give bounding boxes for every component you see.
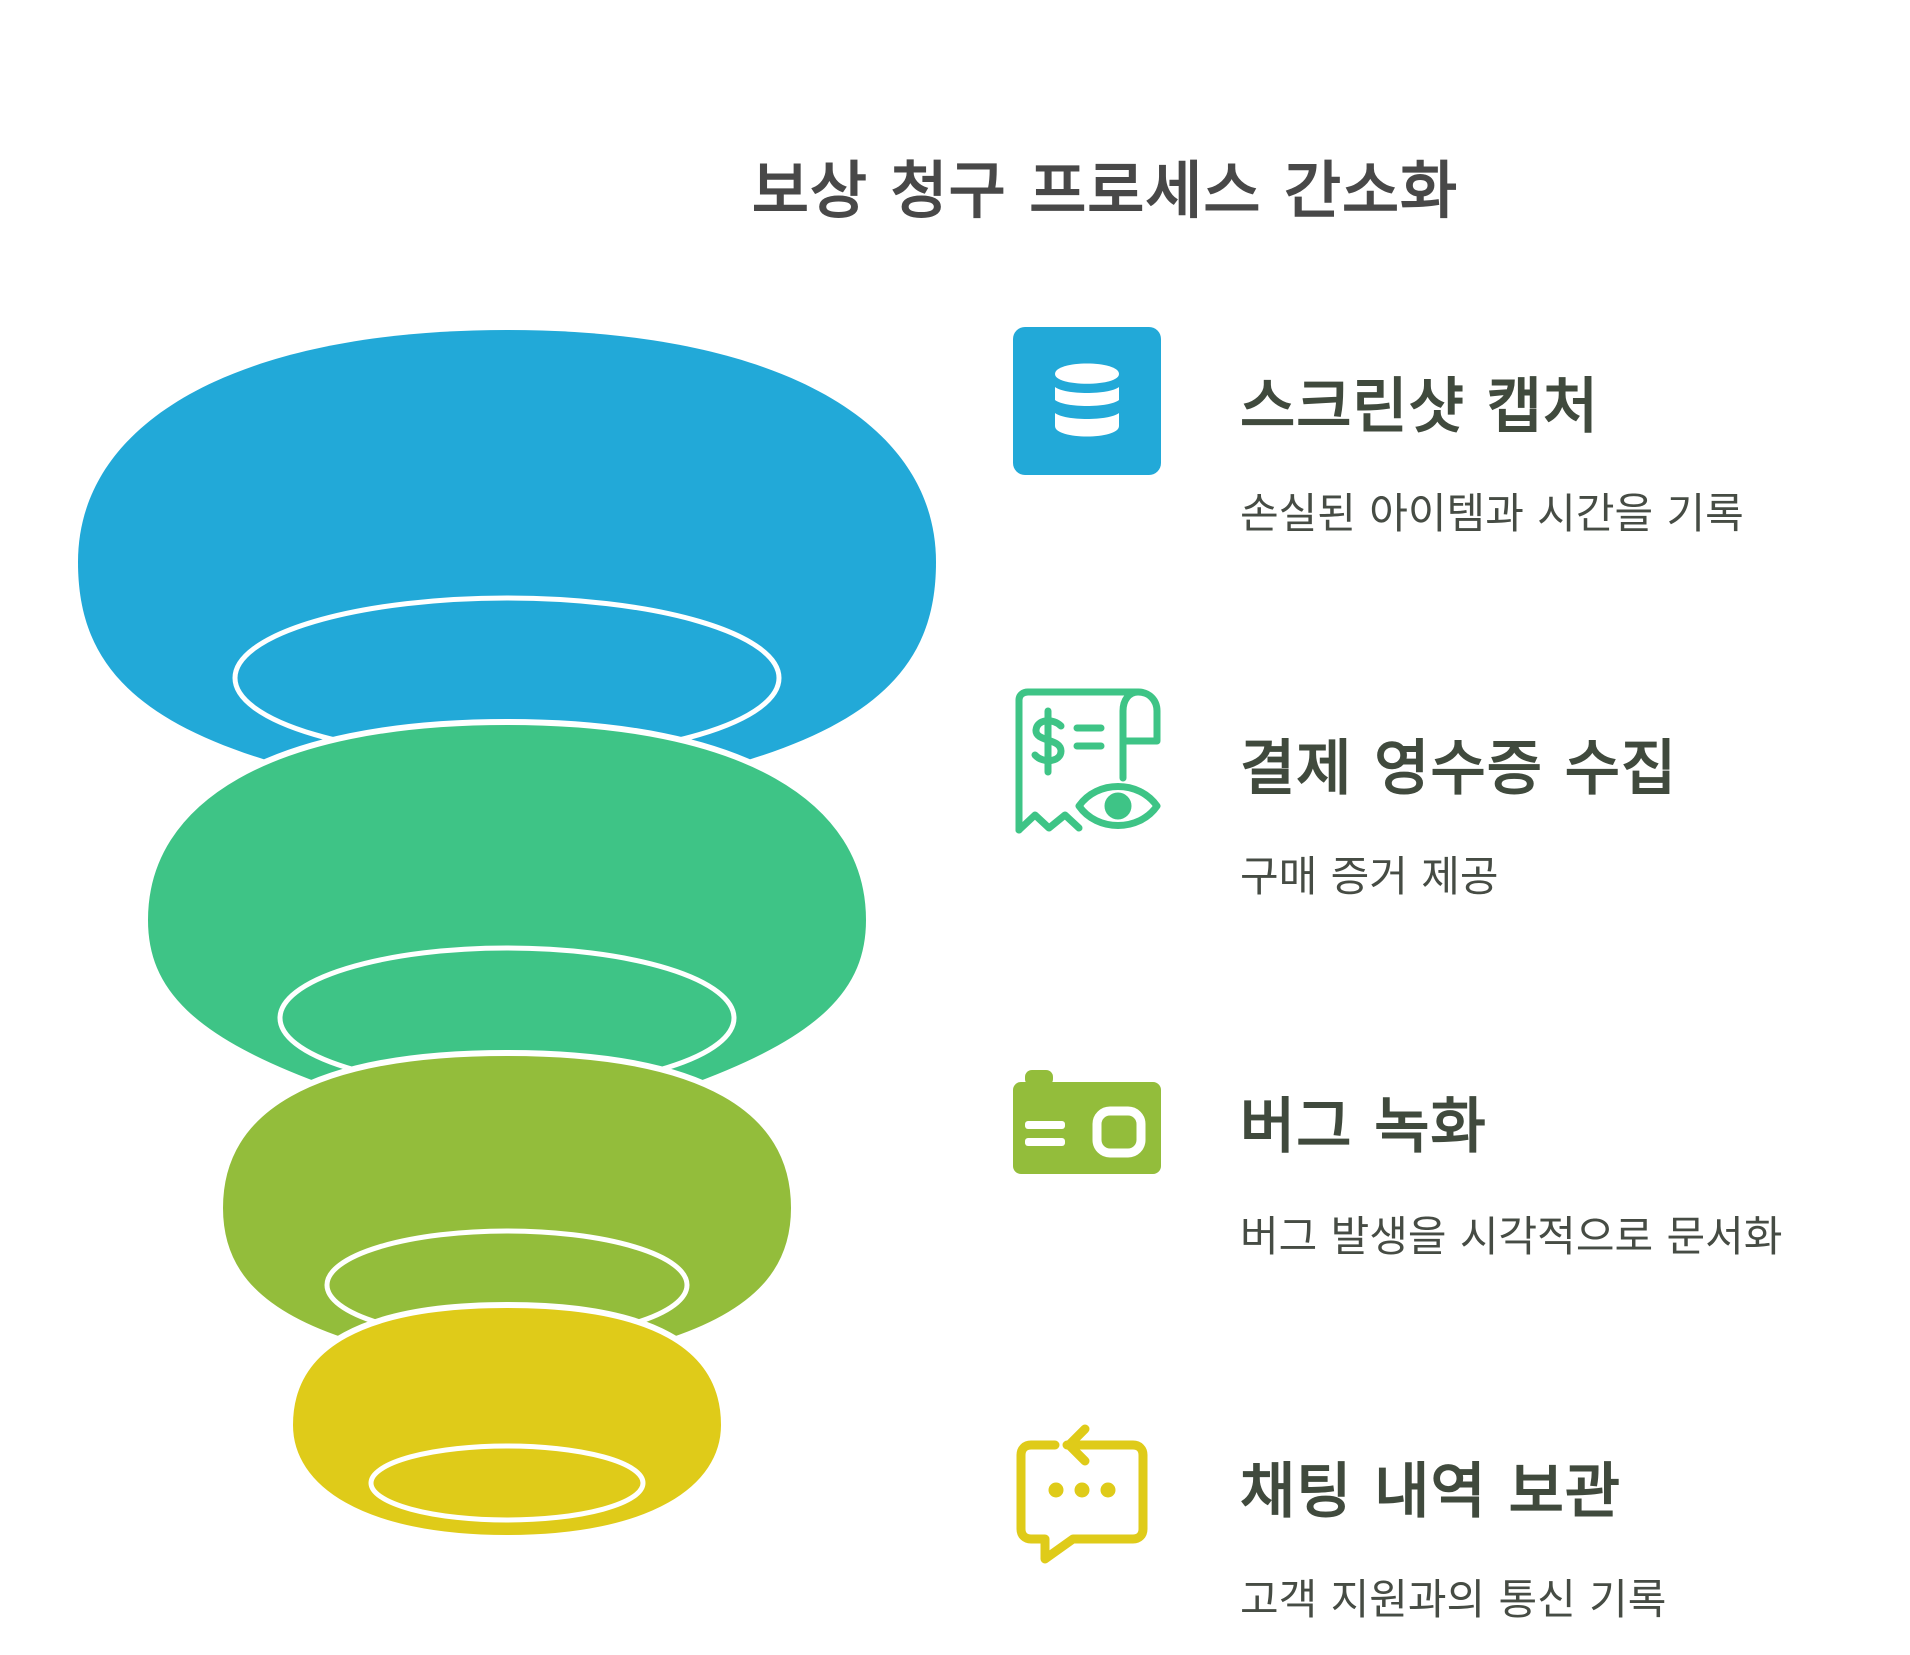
item-title-1: 스크린샷 캡처 [1240, 372, 1600, 442]
receipt-eye-icon [1013, 688, 1161, 836]
database-icon [1013, 327, 1161, 475]
item-desc-1: 손실된 아이템과 시간을 기록 [1240, 489, 1744, 538]
item-desc-4: 고객 지원과의 통신 기록 [1240, 1575, 1667, 1624]
funnel-layer-2 [141, 718, 873, 1093]
item-title-4: 채팅 내역 보관 [1240, 1457, 1621, 1527]
funnel-layer-3 [216, 1049, 798, 1346]
funnel-ring-4 [368, 1443, 646, 1523]
chat-refresh-icon [1013, 1417, 1161, 1565]
item-desc-2: 구매 증거 제공 [1240, 852, 1499, 901]
funnel-layer-1 [78, 330, 936, 760]
item-desc-3: 버그 발생을 시각적으로 문서화 [1240, 1212, 1783, 1261]
funnel-layer-4 [286, 1301, 728, 1542]
camera-icon [1013, 1068, 1161, 1216]
page-title: 보상 청구 프로세스 간소화 [751, 154, 1459, 227]
item-title-3: 버그 녹화 [1240, 1092, 1487, 1162]
item-title-2: 결제 영수증 수집 [1240, 734, 1678, 804]
